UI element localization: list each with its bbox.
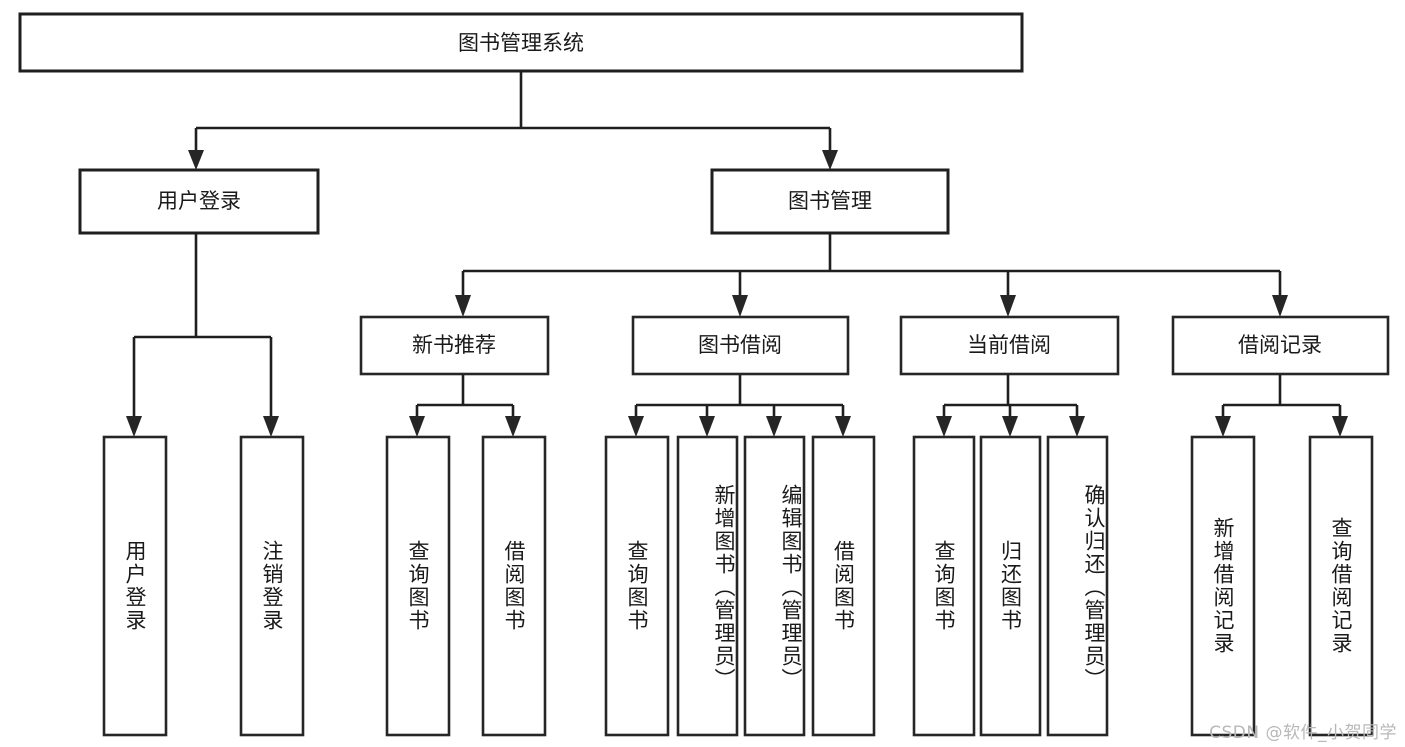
- arrow-head-leaf-borrow-book-2: [835, 416, 851, 437]
- leaf-rect-group: [102, 435, 1374, 737]
- arrow-head-leaf-logout: [263, 416, 279, 437]
- leaf-user-login-rect[interactable]: [102, 435, 168, 737]
- arrow-head-book-borrow: [732, 295, 748, 317]
- node-current-borrow[interactable]: 当前借阅: [899, 315, 1120, 376]
- arrow-head-leaf-confirm-return: [1069, 416, 1085, 437]
- leaf-query-record-rect[interactable]: [1308, 435, 1374, 737]
- node-book-borrow-label: 图书借阅: [698, 333, 782, 357]
- arrow-head-leaf-edit-book: [766, 416, 782, 437]
- arrow-head-user-login: [188, 150, 204, 170]
- arrow-head-leaf-add-record: [1215, 416, 1231, 437]
- arrow-head-current-borrow: [1000, 295, 1016, 317]
- arrow-head-borrow-record: [1272, 295, 1288, 317]
- leaf-return-book-rect[interactable]: [979, 435, 1042, 737]
- node-book-management[interactable]: 图书管理: [710, 168, 950, 235]
- node-root-label: 图书管理系统: [458, 31, 584, 55]
- arrow-head-leaf-return-book: [1002, 416, 1018, 437]
- node-book-borrow[interactable]: 图书借阅: [631, 315, 850, 376]
- leaf-logout-rect[interactable]: [239, 435, 305, 737]
- leaf-borrow-book-2-rect[interactable]: [811, 435, 876, 737]
- arrow-head-new-book-recommend: [455, 295, 471, 317]
- edge-group-book-borrow: [628, 374, 851, 437]
- node-book-borrow-rect[interactable]: [631, 315, 850, 376]
- arrow-head-leaf-query-book-2: [628, 416, 644, 437]
- node-user-login-label: 用户登录: [157, 189, 241, 213]
- node-borrow-record-label: 借阅记录: [1238, 333, 1322, 357]
- arrow-head-book-management: [822, 150, 838, 170]
- node-current-borrow-rect[interactable]: [899, 315, 1120, 376]
- node-new-book-recommend-label: 新书推荐: [412, 333, 496, 357]
- leaf-add-book-rect[interactable]: [676, 435, 739, 737]
- edge-group-new-book-recommend: [409, 374, 521, 437]
- node-user-login-rect[interactable]: [78, 168, 320, 235]
- node-current-borrow-label: 当前借阅: [967, 333, 1051, 357]
- edge-group-borrow-record: [1215, 374, 1348, 437]
- node-borrow-record-rect[interactable]: [1171, 315, 1390, 376]
- leaf-confirm-return-rect[interactable]: [1046, 435, 1109, 737]
- leaf-query-book-2-rect[interactable]: [604, 435, 670, 737]
- leaf-add-record-rect[interactable]: [1190, 435, 1256, 737]
- leaf-edit-book-rect[interactable]: [743, 435, 806, 737]
- arrow-head-leaf-user-login: [126, 416, 142, 437]
- arrow-head-leaf-query-book-3: [936, 416, 952, 437]
- node-new-book-recommend-rect[interactable]: [359, 315, 550, 376]
- node-borrow-record[interactable]: 借阅记录: [1171, 315, 1390, 376]
- edge-group-user-login: [126, 233, 279, 437]
- node-new-book-recommend[interactable]: 新书推荐: [359, 315, 550, 376]
- arrow-head-leaf-query-record: [1332, 416, 1348, 437]
- csdn-watermark: CSDN @软件_小贺同学: [1209, 723, 1397, 743]
- arrow-head-leaf-query-book-1: [409, 416, 425, 437]
- edge-group-current-borrow: [936, 374, 1085, 437]
- node-root[interactable]: 图书管理系统: [18, 12, 1024, 73]
- edge-group-root: [188, 71, 838, 170]
- leaf-query-book-1-rect[interactable]: [385, 435, 451, 737]
- leaf-query-book-3-rect[interactable]: [912, 435, 976, 737]
- leaf-borrow-book-1-rect[interactable]: [481, 435, 547, 737]
- edge-group-book-management: [455, 233, 1288, 317]
- node-book-management-rect[interactable]: [710, 168, 950, 235]
- node-book-management-label: 图书管理: [788, 189, 872, 213]
- node-root-rect[interactable]: [18, 12, 1024, 73]
- arrow-head-leaf-borrow-book-1: [505, 416, 521, 437]
- node-user-login[interactable]: 用户登录: [78, 168, 320, 235]
- arrow-head-leaf-add-book: [699, 416, 715, 437]
